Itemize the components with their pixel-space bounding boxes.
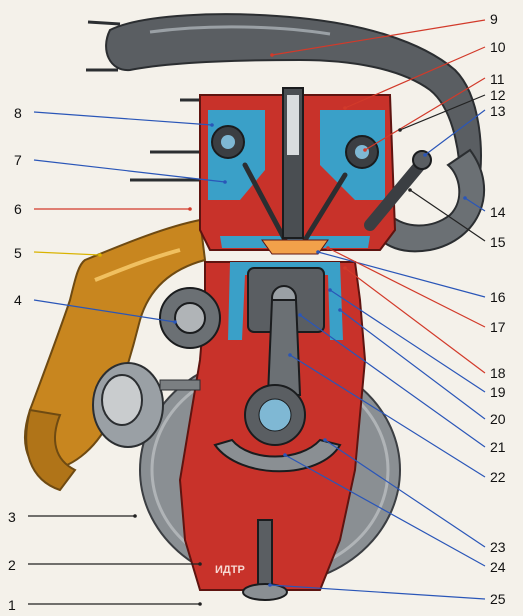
callout-label-24: 24 <box>490 559 506 575</box>
leader-dot-3 <box>133 514 137 518</box>
leader-dot-20 <box>338 308 342 312</box>
leader-dot-16 <box>316 250 320 254</box>
leader-dot-14 <box>463 196 467 200</box>
leader-line-17 <box>327 247 486 328</box>
leader-line-7 <box>33 159 226 183</box>
leader-line-13 <box>424 109 486 156</box>
callout-label-9: 9 <box>490 11 498 27</box>
leader-dot-21 <box>298 313 302 317</box>
leader-dot-2 <box>198 562 202 566</box>
leader-line-22 <box>289 354 486 478</box>
callout-label-4: 4 <box>14 292 22 308</box>
oil-strainer <box>242 583 288 601</box>
callout-label-1: 1 <box>8 597 16 613</box>
callout-label-23: 23 <box>490 539 506 555</box>
combustion-chamber <box>261 239 329 255</box>
leader-line-9 <box>271 19 486 56</box>
callout-label-10: 10 <box>490 39 506 55</box>
leader-dot-5 <box>98 253 102 257</box>
leader-dot-13 <box>423 153 427 157</box>
callout-label-8: 8 <box>14 105 22 121</box>
leader-lines <box>28 19 486 606</box>
callout-label-2: 2 <box>8 557 16 573</box>
callout-label-21: 21 <box>490 439 506 455</box>
callout-label-13: 13 <box>490 103 506 119</box>
callout-label-7: 7 <box>14 152 22 168</box>
callout-label-3: 3 <box>8 509 16 525</box>
valves <box>242 162 348 243</box>
leader-dot-11 <box>363 148 367 152</box>
leader-dot-4 <box>173 320 177 324</box>
leader-dot-1 <box>198 602 202 606</box>
oil-pickup <box>257 519 273 591</box>
alternator <box>92 362 201 448</box>
leader-line-16 <box>317 251 486 298</box>
leader-dot-7 <box>223 180 227 184</box>
leader-line-8 <box>33 111 213 126</box>
callout-label-25: 25 <box>490 591 506 607</box>
callout-label-12: 12 <box>490 87 506 103</box>
leader-line-19 <box>329 289 486 393</box>
callout-label-18: 18 <box>490 365 506 381</box>
leader-line-23 <box>324 439 486 548</box>
leader-line-21 <box>299 314 486 448</box>
leader-line-15 <box>409 189 486 242</box>
leader-line-14 <box>464 197 486 212</box>
callout-label-11: 11 <box>490 71 505 87</box>
leader-dot-25 <box>268 583 272 587</box>
callout-label-19: 19 <box>490 384 506 400</box>
callout-label-15: 15 <box>490 234 506 250</box>
leader-line-10 <box>344 46 486 109</box>
manifold-studs <box>86 20 205 182</box>
exhaust-downpipe <box>25 408 77 492</box>
crank-counterweight <box>213 438 342 473</box>
leader-dot-12 <box>398 128 402 132</box>
callout-label-22: 22 <box>490 469 506 485</box>
leader-dot-24 <box>283 453 287 457</box>
leader-line-20 <box>339 309 486 420</box>
leader-dot-9 <box>270 53 274 57</box>
callout-label-17: 17 <box>490 319 506 335</box>
leader-dot-18 <box>343 266 347 270</box>
block-coolant-jacket <box>228 262 343 340</box>
crankshaft-core <box>258 398 292 432</box>
callout-label-6: 6 <box>14 201 22 217</box>
leader-line-12 <box>399 94 486 131</box>
callout-label-16: 16 <box>490 289 506 305</box>
leader-line-25 <box>269 584 486 600</box>
callout-label-14: 14 <box>490 204 506 220</box>
leader-dot-15 <box>408 188 412 192</box>
intake-manifold-highlight <box>149 25 331 36</box>
callout-label-20: 20 <box>490 411 506 427</box>
leader-dot-10 <box>343 106 347 110</box>
callout-label-5: 5 <box>14 245 22 261</box>
leader-line-5 <box>33 251 101 256</box>
leader-dot-22 <box>288 353 292 357</box>
leader-dot-17 <box>326 246 330 250</box>
spark-plug-insulator <box>287 95 299 155</box>
connecting-rod <box>266 299 302 396</box>
leader-line-18 <box>344 267 486 374</box>
leader-dot-19 <box>328 288 332 292</box>
leader-dot-23 <box>323 438 327 442</box>
leader-dot-6 <box>188 207 192 211</box>
exhaust-manifold-shade <box>94 248 181 282</box>
water-pump-impeller <box>174 302 206 334</box>
leader-line-4 <box>33 299 176 323</box>
leader-dot-8 <box>210 123 214 127</box>
intake-camshaft-core <box>221 135 235 149</box>
leader-line-11 <box>364 77 486 151</box>
exhaust-camshaft-core <box>355 145 369 159</box>
leader-line-24 <box>284 454 486 567</box>
sump-stamp: ИДТР <box>215 564 245 576</box>
